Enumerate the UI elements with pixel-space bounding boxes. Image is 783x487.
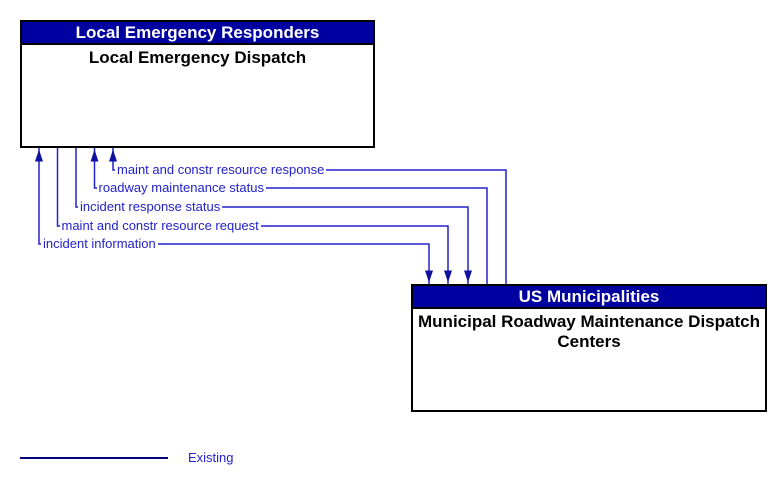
entity-header-local-emergency-responders: Local Emergency Responders bbox=[22, 22, 373, 45]
flow-label-maint-and-constr-resource-response[interactable]: maint and constr resource response bbox=[115, 162, 327, 178]
entity-box-local-emergency-dispatch: Local Emergency Responders Local Emergen… bbox=[20, 20, 375, 148]
entity-name-municipal-roadway-maintenance-dispatch-centers: Municipal Roadway Maintenance Dispatch C… bbox=[418, 312, 760, 351]
entity-name-local-emergency-dispatch: Local Emergency Dispatch bbox=[88, 48, 307, 67]
flow-label-maint-and-constr-resource-request[interactable]: maint and constr resource request bbox=[59, 218, 261, 234]
flow-label-incident-response-status[interactable]: incident response status bbox=[78, 199, 223, 215]
flow-label-incident-information[interactable]: incident information bbox=[41, 236, 158, 252]
legend-existing-line bbox=[20, 457, 168, 459]
entity-header-us-municipalities: US Municipalities bbox=[413, 286, 765, 309]
entity-box-municipal-roadway-maintenance-dispatch-centers: US Municipalities Municipal Roadway Main… bbox=[411, 284, 767, 412]
flow-label-roadway-maintenance-status[interactable]: roadway maintenance status bbox=[96, 180, 266, 196]
legend-existing-label: Existing bbox=[188, 450, 234, 465]
